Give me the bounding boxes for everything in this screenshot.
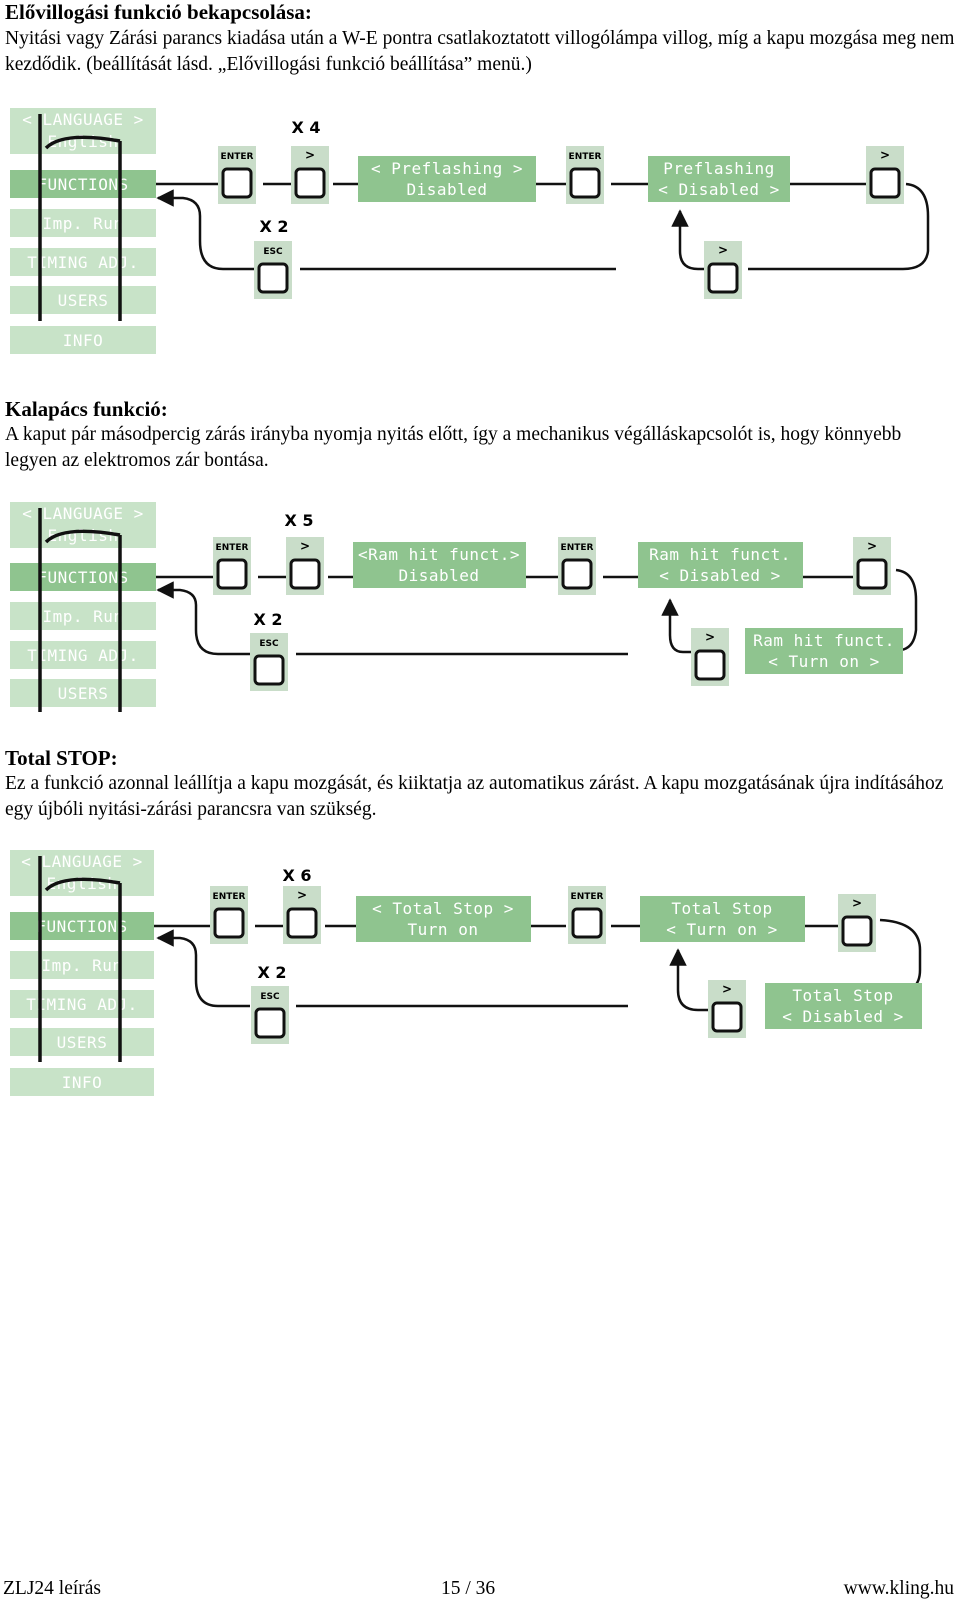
esc-label: ESC — [263, 247, 283, 257]
enter-button[interactable]: ENTER — [210, 886, 248, 944]
next-button[interactable]: > — [283, 886, 321, 944]
esc-button[interactable]: ESC — [254, 241, 292, 299]
enter-label: ENTER — [213, 892, 246, 902]
lcd-1-line-1: <Ram hit funct.> — [358, 545, 520, 564]
diagram-total-stop: < LANGUAGE > English FUNCTIONS Imp. Run … — [8, 850, 953, 1105]
lcd-2-line-2: < Disabled > — [658, 180, 780, 199]
next-button-right[interactable]: > — [866, 146, 904, 204]
menu-functions: FUNCTIONS — [37, 175, 128, 194]
lcd-1-line-1: < Total Stop > — [372, 899, 514, 918]
menu-language: < LANGUAGE > — [22, 110, 144, 129]
next-label: > — [300, 539, 310, 553]
lcd-display-1: < Preflashing > Disabled — [358, 156, 536, 202]
section-text-ram-hit: A kaput pár másodpercig zárás irányba ny… — [5, 424, 902, 471]
diagram-ram-hit: < LANGUAGE > English FUNCTIONS Imp. Run … — [8, 500, 953, 720]
next-label: > — [852, 896, 862, 910]
next-multiplier: X 5 — [284, 511, 313, 530]
enter-button-2[interactable]: ENTER — [568, 886, 606, 944]
next-button-bottom[interactable]: > — [708, 980, 746, 1038]
enter-label: ENTER — [571, 892, 604, 902]
section-text-preflashing: Nyitási vagy Zárási parancs kiadása után… — [5, 28, 955, 75]
lcd-3-line-1: Ram hit funct. — [753, 631, 895, 650]
footer-website: www.kling.hu — [843, 1578, 954, 1599]
lcd-2-line-2: < Disabled > — [659, 566, 781, 585]
enter-label: ENTER — [221, 152, 254, 162]
esc-multiplier: X 2 — [259, 217, 288, 236]
lcd-2-line-1: Preflashing — [663, 159, 774, 178]
next-label: > — [718, 243, 728, 257]
menu-column: < LANGUAGE > English FUNCTIONS Imp. Run … — [10, 850, 154, 1096]
menu-imp-run: Imp. Run — [42, 214, 123, 233]
menu-column: < LANGUAGE > English FUNCTIONS Imp. Run … — [10, 502, 156, 712]
menu-info: INFO — [63, 331, 104, 350]
lcd-display-2: Ram hit funct. < Disabled > — [638, 542, 803, 588]
next-button-right[interactable]: > — [838, 894, 876, 952]
menu-info: INFO — [62, 1073, 103, 1092]
next-button-right[interactable]: > — [853, 537, 891, 595]
next-label: > — [705, 630, 715, 644]
enter-button-2[interactable]: ENTER — [566, 146, 604, 204]
lcd-1-line-2: Disabled — [398, 566, 479, 585]
esc-multiplier: X 2 — [253, 610, 282, 629]
next-button-bottom[interactable]: > — [691, 628, 729, 686]
enter-label: ENTER — [569, 152, 602, 162]
menu-imp-run: Imp. Run — [42, 607, 123, 626]
menu-imp-run: Imp. Run — [41, 956, 122, 975]
next-label: > — [880, 148, 890, 162]
lcd-display-3: Ram hit funct. < Turn on > — [745, 628, 903, 674]
enter-button[interactable]: ENTER — [218, 146, 256, 204]
lcd-display-1: < Total Stop > Turn on — [356, 896, 531, 942]
next-button[interactable]: > — [291, 146, 329, 204]
lcd-2-line-2: < Turn on > — [666, 920, 777, 939]
section-heading-ram-hit: Kalapács funkció: — [5, 397, 168, 421]
diagram-preflashing: < LANGUAGE > English FUNCTIONS Imp. Run … — [8, 106, 953, 361]
enter-label: ENTER — [561, 543, 594, 553]
lcd-3-line-2: < Turn on > — [768, 652, 879, 671]
lcd-display-3: Total Stop < Disabled > — [765, 983, 922, 1029]
menu-column: < LANGUAGE > English FUNCTIONS Imp. Run … — [10, 108, 156, 354]
menu-functions: FUNCTIONS — [36, 917, 127, 936]
esc-button[interactable]: ESC — [251, 986, 289, 1044]
next-label: > — [867, 539, 877, 553]
esc-label: ESC — [259, 639, 279, 649]
section-text-total-stop: Ez a funkció azonnal leállítja a kapu mo… — [5, 773, 944, 820]
lcd-display-1: <Ram hit funct.> Disabled — [353, 542, 526, 588]
next-label: > — [297, 888, 307, 902]
next-label: > — [722, 982, 732, 996]
menu-language: < LANGUAGE > — [21, 852, 143, 871]
menu-functions: FUNCTIONS — [37, 568, 128, 587]
menu-timing: TIMING ADJ. — [26, 995, 137, 1014]
next-label: > — [305, 148, 315, 162]
lcd-3-line-1: Total Stop — [792, 986, 893, 1005]
footer-page-number: 15 / 36 — [441, 1578, 496, 1599]
menu-language: < LANGUAGE > — [22, 504, 144, 523]
lcd-1-line-1: < Preflashing > — [371, 159, 523, 178]
enter-label: ENTER — [216, 543, 249, 553]
menu-users: USERS — [58, 684, 109, 703]
lcd-1-line-2: Disabled — [406, 180, 487, 199]
next-button[interactable]: > — [286, 537, 324, 595]
section-heading-total-stop: Total STOP: — [5, 746, 118, 770]
menu-timing: TIMING ADJ. — [27, 253, 138, 272]
lcd-3-line-2: < Disabled > — [782, 1007, 904, 1026]
lcd-2-line-1: Total Stop — [671, 899, 772, 918]
next-multiplier: X 4 — [291, 118, 320, 137]
lcd-2-line-1: Ram hit funct. — [649, 545, 791, 564]
lcd-display-2: Total Stop < Turn on > — [640, 896, 805, 942]
next-button-bottom[interactable]: > — [704, 241, 742, 299]
section-heading-preflashing: Elővillogási funkció bekapcsolása: — [5, 0, 312, 24]
esc-button[interactable]: ESC — [250, 633, 288, 691]
menu-timing: TIMING ADJ. — [27, 646, 138, 665]
next-multiplier: X 6 — [282, 866, 311, 885]
esc-label: ESC — [260, 992, 280, 1002]
lcd-1-line-2: Turn on — [408, 920, 479, 939]
footer-document-name: ZLJ24 leírás — [3, 1578, 102, 1599]
esc-multiplier: X 2 — [257, 963, 286, 982]
enter-button-2[interactable]: ENTER — [558, 537, 596, 595]
lcd-display-2: Preflashing < Disabled > — [648, 156, 790, 202]
menu-users: USERS — [57, 1033, 108, 1052]
menu-users: USERS — [58, 291, 109, 310]
enter-button[interactable]: ENTER — [213, 537, 251, 595]
